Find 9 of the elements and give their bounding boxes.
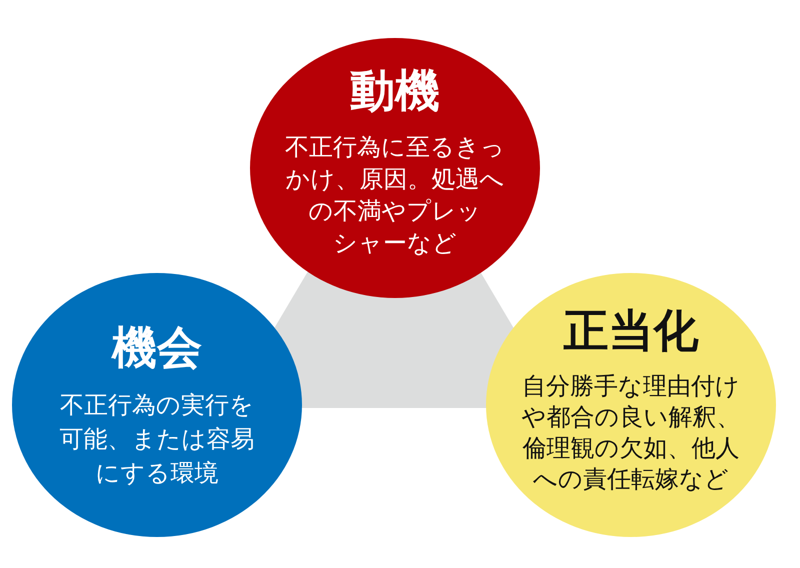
circle-description: 不正行為の実行を可能、または容易にする環境: [58, 390, 256, 489]
circle-title: 機会: [112, 325, 202, 370]
category-circle: [250, 38, 540, 298]
circle-description: 不正行為に至るきっかけ、原因。処遇への不満やプレッシャーなど: [284, 132, 506, 259]
circle-title: 正当化: [564, 308, 698, 353]
category-circle: [12, 273, 302, 537]
category-circle: [486, 273, 776, 537]
circle-title: 動機: [350, 68, 440, 113]
circle-description: 自分勝手な理由付けや都合の良い解釈、倫理観の欠如、他人への責任転嫁など: [520, 371, 742, 495]
